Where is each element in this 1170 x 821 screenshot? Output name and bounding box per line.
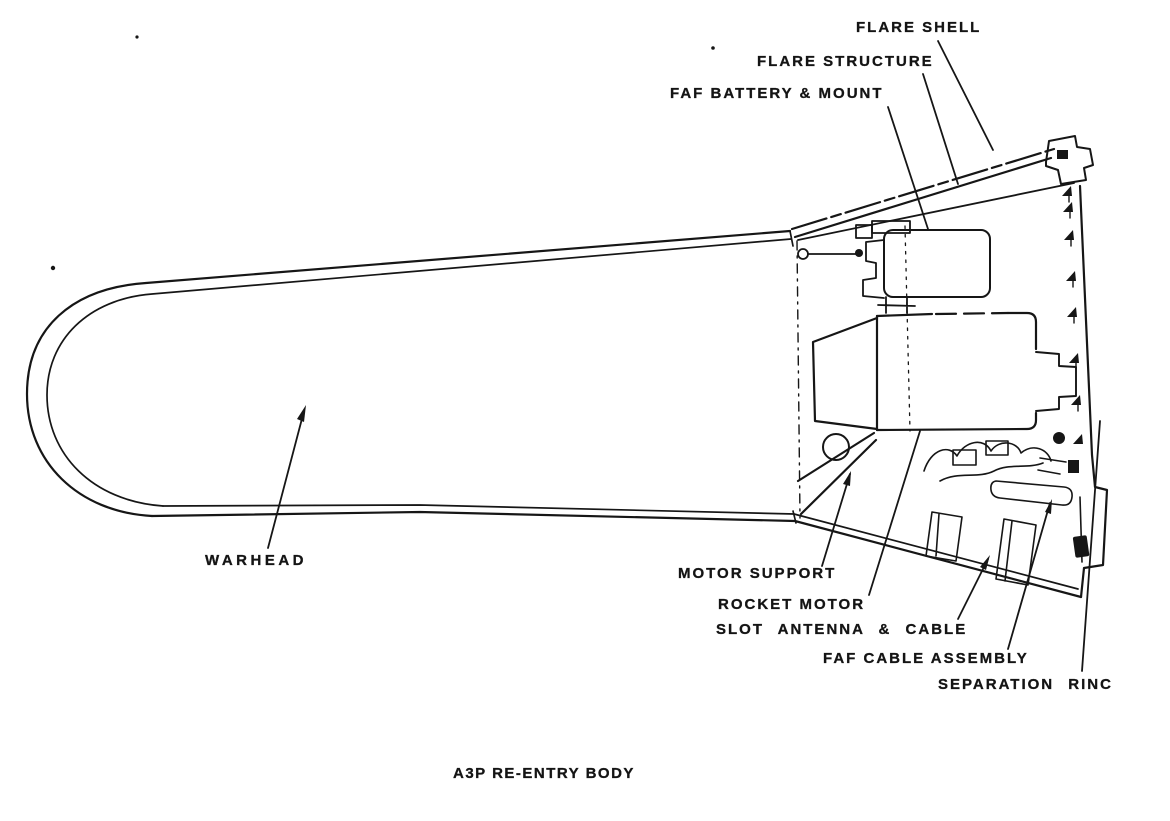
figure-caption: A3P RE-ENTRY BODY: [453, 765, 635, 782]
scan-dots: [50, 35, 715, 271]
faf-cable-arrowhead: [1045, 499, 1052, 514]
label-flare-shell: FLARE SHELL: [856, 19, 982, 36]
label-motor-support: MOTOR SUPPORT: [678, 565, 837, 582]
rocket-motor-assembly: [811, 311, 1077, 432]
battery-assembly: [797, 220, 991, 314]
leader-lines: [267, 40, 1101, 672]
motor-support-leader: [821, 473, 851, 567]
flare-shell-lines: [790, 147, 1083, 599]
separation-ring-structure: [1068, 184, 1109, 599]
flare-structure-line: [797, 182, 1075, 241]
label-rocket-motor: ROCKET MOTOR: [718, 596, 866, 613]
ring-clips: [1062, 186, 1083, 444]
warhead-leader: [267, 410, 305, 549]
warhead-arrowhead: [297, 405, 306, 422]
bulkhead-dashed-line: [796, 225, 911, 519]
label-warhead: WARHEAD: [205, 552, 307, 569]
label-slot-antenna-cable: SLOT ANTENNA & CABLE: [716, 621, 968, 638]
label-faf-battery-mount: FAF BATTERY & MOUNT: [670, 85, 884, 102]
rocket-motor-leader: [868, 430, 921, 596]
label-separation-ring: SEPARATION RINC: [938, 676, 1113, 693]
flare-shell-leader: [937, 40, 994, 151]
motor-support-arrowhead: [843, 471, 851, 486]
motor-support-struts: [796, 431, 878, 516]
slot-antenna-leader: [957, 558, 989, 620]
faf-battery-leader: [887, 106, 929, 230]
aft-end-cap: [1045, 135, 1094, 185]
warhead-outline: [25, 229, 797, 524]
slot-antenna-cable-parts: [923, 432, 1073, 586]
flare-structure-leader: [922, 73, 959, 185]
slot-antenna-arrowhead: [980, 555, 990, 570]
separation-ring-leader: [1081, 420, 1101, 672]
label-faf-cable-assembly: FAF CABLE ASSEMBLY: [823, 650, 1029, 667]
faf-cable-leader: [1007, 502, 1051, 650]
inspection-port-circle: [822, 433, 850, 461]
label-flare-structure: FLARE STRUCTURE: [757, 53, 934, 70]
